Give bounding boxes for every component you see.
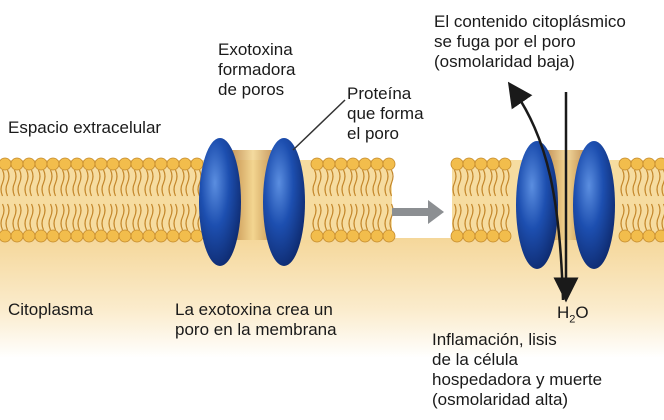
- lipid-head: [463, 158, 475, 170]
- lipid-head: [23, 158, 35, 170]
- lipid-head: [47, 158, 59, 170]
- lipid-head: [11, 158, 23, 170]
- water-label: H2O: [557, 303, 589, 325]
- exotoxin-protein-left-b: [263, 138, 305, 266]
- lipid-head: [643, 230, 655, 242]
- lipid-head: [347, 230, 359, 242]
- lipid-head: [323, 230, 335, 242]
- lipid-head: [335, 230, 347, 242]
- lipid-head: [371, 230, 383, 242]
- lipid-head: [383, 158, 395, 170]
- lipid-head: [83, 158, 95, 170]
- lipid-head: [107, 158, 119, 170]
- extracellular-label: Espacio extracelular: [8, 118, 161, 138]
- lipid-head: [155, 158, 167, 170]
- lipid-head: [119, 158, 131, 170]
- membrane-core: [0, 160, 392, 240]
- exotoxin-protein-right-a: [516, 141, 558, 269]
- transition-arrow: [392, 200, 444, 224]
- lipid-head: [463, 230, 475, 242]
- lipid-head: [143, 230, 155, 242]
- lipid-head: [347, 158, 359, 170]
- protein-leader-line: [293, 100, 345, 150]
- lipid-head: [619, 230, 631, 242]
- lipid-head: [35, 158, 47, 170]
- lipid-head: [131, 158, 143, 170]
- lipid-head: [475, 230, 487, 242]
- exotoxin-protein-left-a: [199, 138, 241, 266]
- lipid-head: [0, 230, 11, 242]
- cytoplasm-label: Citoplasma: [8, 300, 93, 320]
- protein-label: Proteína que forma el poro: [347, 84, 424, 144]
- lipid-head: [311, 230, 323, 242]
- lipid-head: [95, 158, 107, 170]
- lipid-head: [71, 158, 83, 170]
- lipid-head: [95, 230, 107, 242]
- lipid-head: [167, 230, 179, 242]
- lipid-head: [83, 230, 95, 242]
- leak-label: El contenido citoplásmico se fuga por el…: [434, 12, 626, 72]
- lipid-head: [359, 230, 371, 242]
- lipid-head: [631, 158, 643, 170]
- lipid-head: [499, 230, 511, 242]
- exotoxin-protein-right-b: [573, 141, 615, 269]
- lipid-head: [383, 230, 395, 242]
- lipid-head: [179, 230, 191, 242]
- lipid-head: [11, 230, 23, 242]
- lipid-head: [311, 158, 323, 170]
- lipid-head: [23, 230, 35, 242]
- lipid-head: [487, 230, 499, 242]
- lipid-head: [179, 158, 191, 170]
- lipid-head: [59, 158, 71, 170]
- lipid-head: [47, 230, 59, 242]
- lipid-head: [167, 158, 179, 170]
- lipid-head: [131, 230, 143, 242]
- lipid-head: [371, 158, 383, 170]
- lipid-head: [451, 230, 463, 242]
- lipid-head: [451, 158, 463, 170]
- lipid-head: [499, 158, 511, 170]
- lipid-head: [487, 158, 499, 170]
- lipid-head: [155, 230, 167, 242]
- lipid-head: [59, 230, 71, 242]
- lipid-head: [35, 230, 47, 242]
- lipid-head: [191, 158, 203, 170]
- pore-created-label: La exotoxina crea un poro en la membrana: [175, 300, 337, 340]
- lipid-head: [655, 158, 664, 170]
- lipid-bilayer-left: [0, 158, 395, 242]
- lipid-head: [107, 230, 119, 242]
- lipid-head: [323, 158, 335, 170]
- lipid-head: [619, 158, 631, 170]
- lipid-head: [475, 158, 487, 170]
- lipid-head: [0, 158, 11, 170]
- lipid-head: [119, 230, 131, 242]
- lipid-head: [143, 158, 155, 170]
- lipid-head: [655, 230, 664, 242]
- lipid-head: [335, 158, 347, 170]
- lipid-head: [631, 230, 643, 242]
- exotoxin-label: Exotoxina formadora de poros: [218, 40, 295, 100]
- lipid-head: [359, 158, 371, 170]
- lipid-head: [191, 230, 203, 242]
- outcome-label: Inflamación, lisis de la célula hospedad…: [432, 330, 602, 410]
- lipid-head: [643, 158, 655, 170]
- lipid-head: [71, 230, 83, 242]
